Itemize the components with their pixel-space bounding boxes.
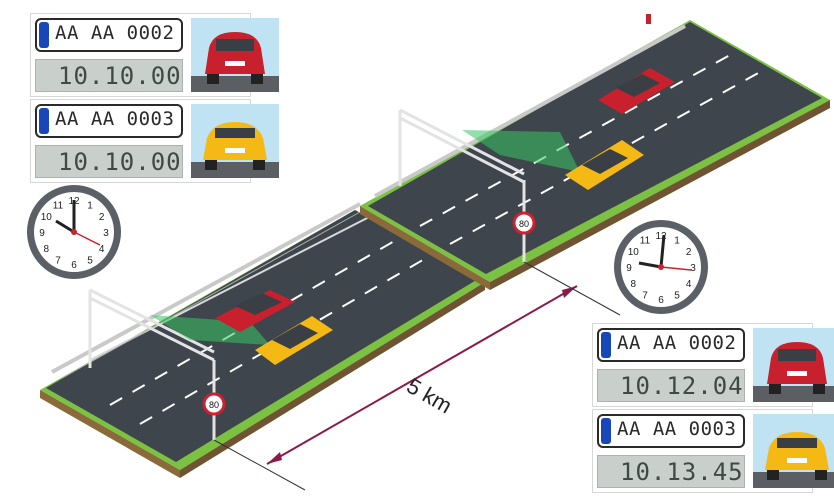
yellow-car-photo	[191, 104, 279, 178]
clock-number: 6	[71, 260, 77, 271]
clock-number: 8	[631, 279, 637, 290]
speed-sign-start: 80	[202, 392, 226, 416]
yellow-car-start	[255, 316, 333, 365]
license-plate: AA AA 0003	[35, 104, 183, 138]
license-plate: AA AA 0003	[597, 414, 745, 448]
yellow-car-end	[565, 140, 644, 190]
checkpoint-card-end-red: AA AA 0002 10.12.04	[592, 323, 834, 407]
checkpoint-card-end-yellow: AA AA 0003 10.13.45	[592, 409, 834, 493]
clock-number: 1	[87, 200, 93, 211]
clock-number: 4	[686, 279, 692, 290]
distance-indicator	[213, 261, 621, 491]
clock-number: 5	[674, 291, 680, 302]
license-plate: AA AA 0002	[597, 328, 745, 362]
clock-number: 6	[658, 295, 664, 306]
clock-number: 1	[674, 235, 680, 246]
clock-number: 10	[41, 212, 53, 223]
clock-number: 11	[640, 235, 651, 246]
yellow-car-photo	[753, 414, 834, 488]
svg-text:80: 80	[209, 400, 219, 410]
checkpoint-card-start-yellow: AA AA 0003 10.10.00	[30, 99, 279, 183]
clock-number: 3	[103, 228, 109, 239]
clock-number: 2	[99, 212, 105, 223]
clock-number: 9	[39, 228, 45, 239]
clock-number: 11	[53, 200, 64, 211]
clock-number: 2	[686, 247, 692, 258]
red-car-start	[215, 290, 295, 332]
clock-number: 3	[690, 263, 696, 274]
license-plate: AA AA 0002	[35, 18, 183, 52]
timestamp-display: 10.10.00	[35, 59, 183, 92]
timestamp-display: 10.10.00	[35, 145, 183, 178]
checkpoint-card-start-red: AA AA 0002 10.10.00	[30, 13, 279, 97]
clock-number: 4	[99, 244, 105, 255]
red-car-photo	[753, 328, 834, 402]
clock-number: 5	[87, 256, 93, 267]
red-car-end	[598, 68, 675, 114]
timestamp-display: 10.13.45	[597, 455, 745, 488]
timestamp-display: 10.12.04	[597, 369, 745, 402]
red-car-photo	[191, 18, 279, 92]
road-segment-end	[360, 14, 830, 290]
clock-number: 7	[55, 256, 61, 267]
svg-text:80: 80	[519, 219, 529, 229]
clock-number: 8	[44, 244, 50, 255]
clock-number: 12	[655, 231, 667, 242]
clock-number: 7	[642, 291, 648, 302]
speed-sign-end: 80	[512, 211, 536, 235]
camera-beam-end	[462, 130, 580, 172]
clock-number: 9	[626, 263, 632, 274]
clock-number: 10	[628, 247, 640, 258]
